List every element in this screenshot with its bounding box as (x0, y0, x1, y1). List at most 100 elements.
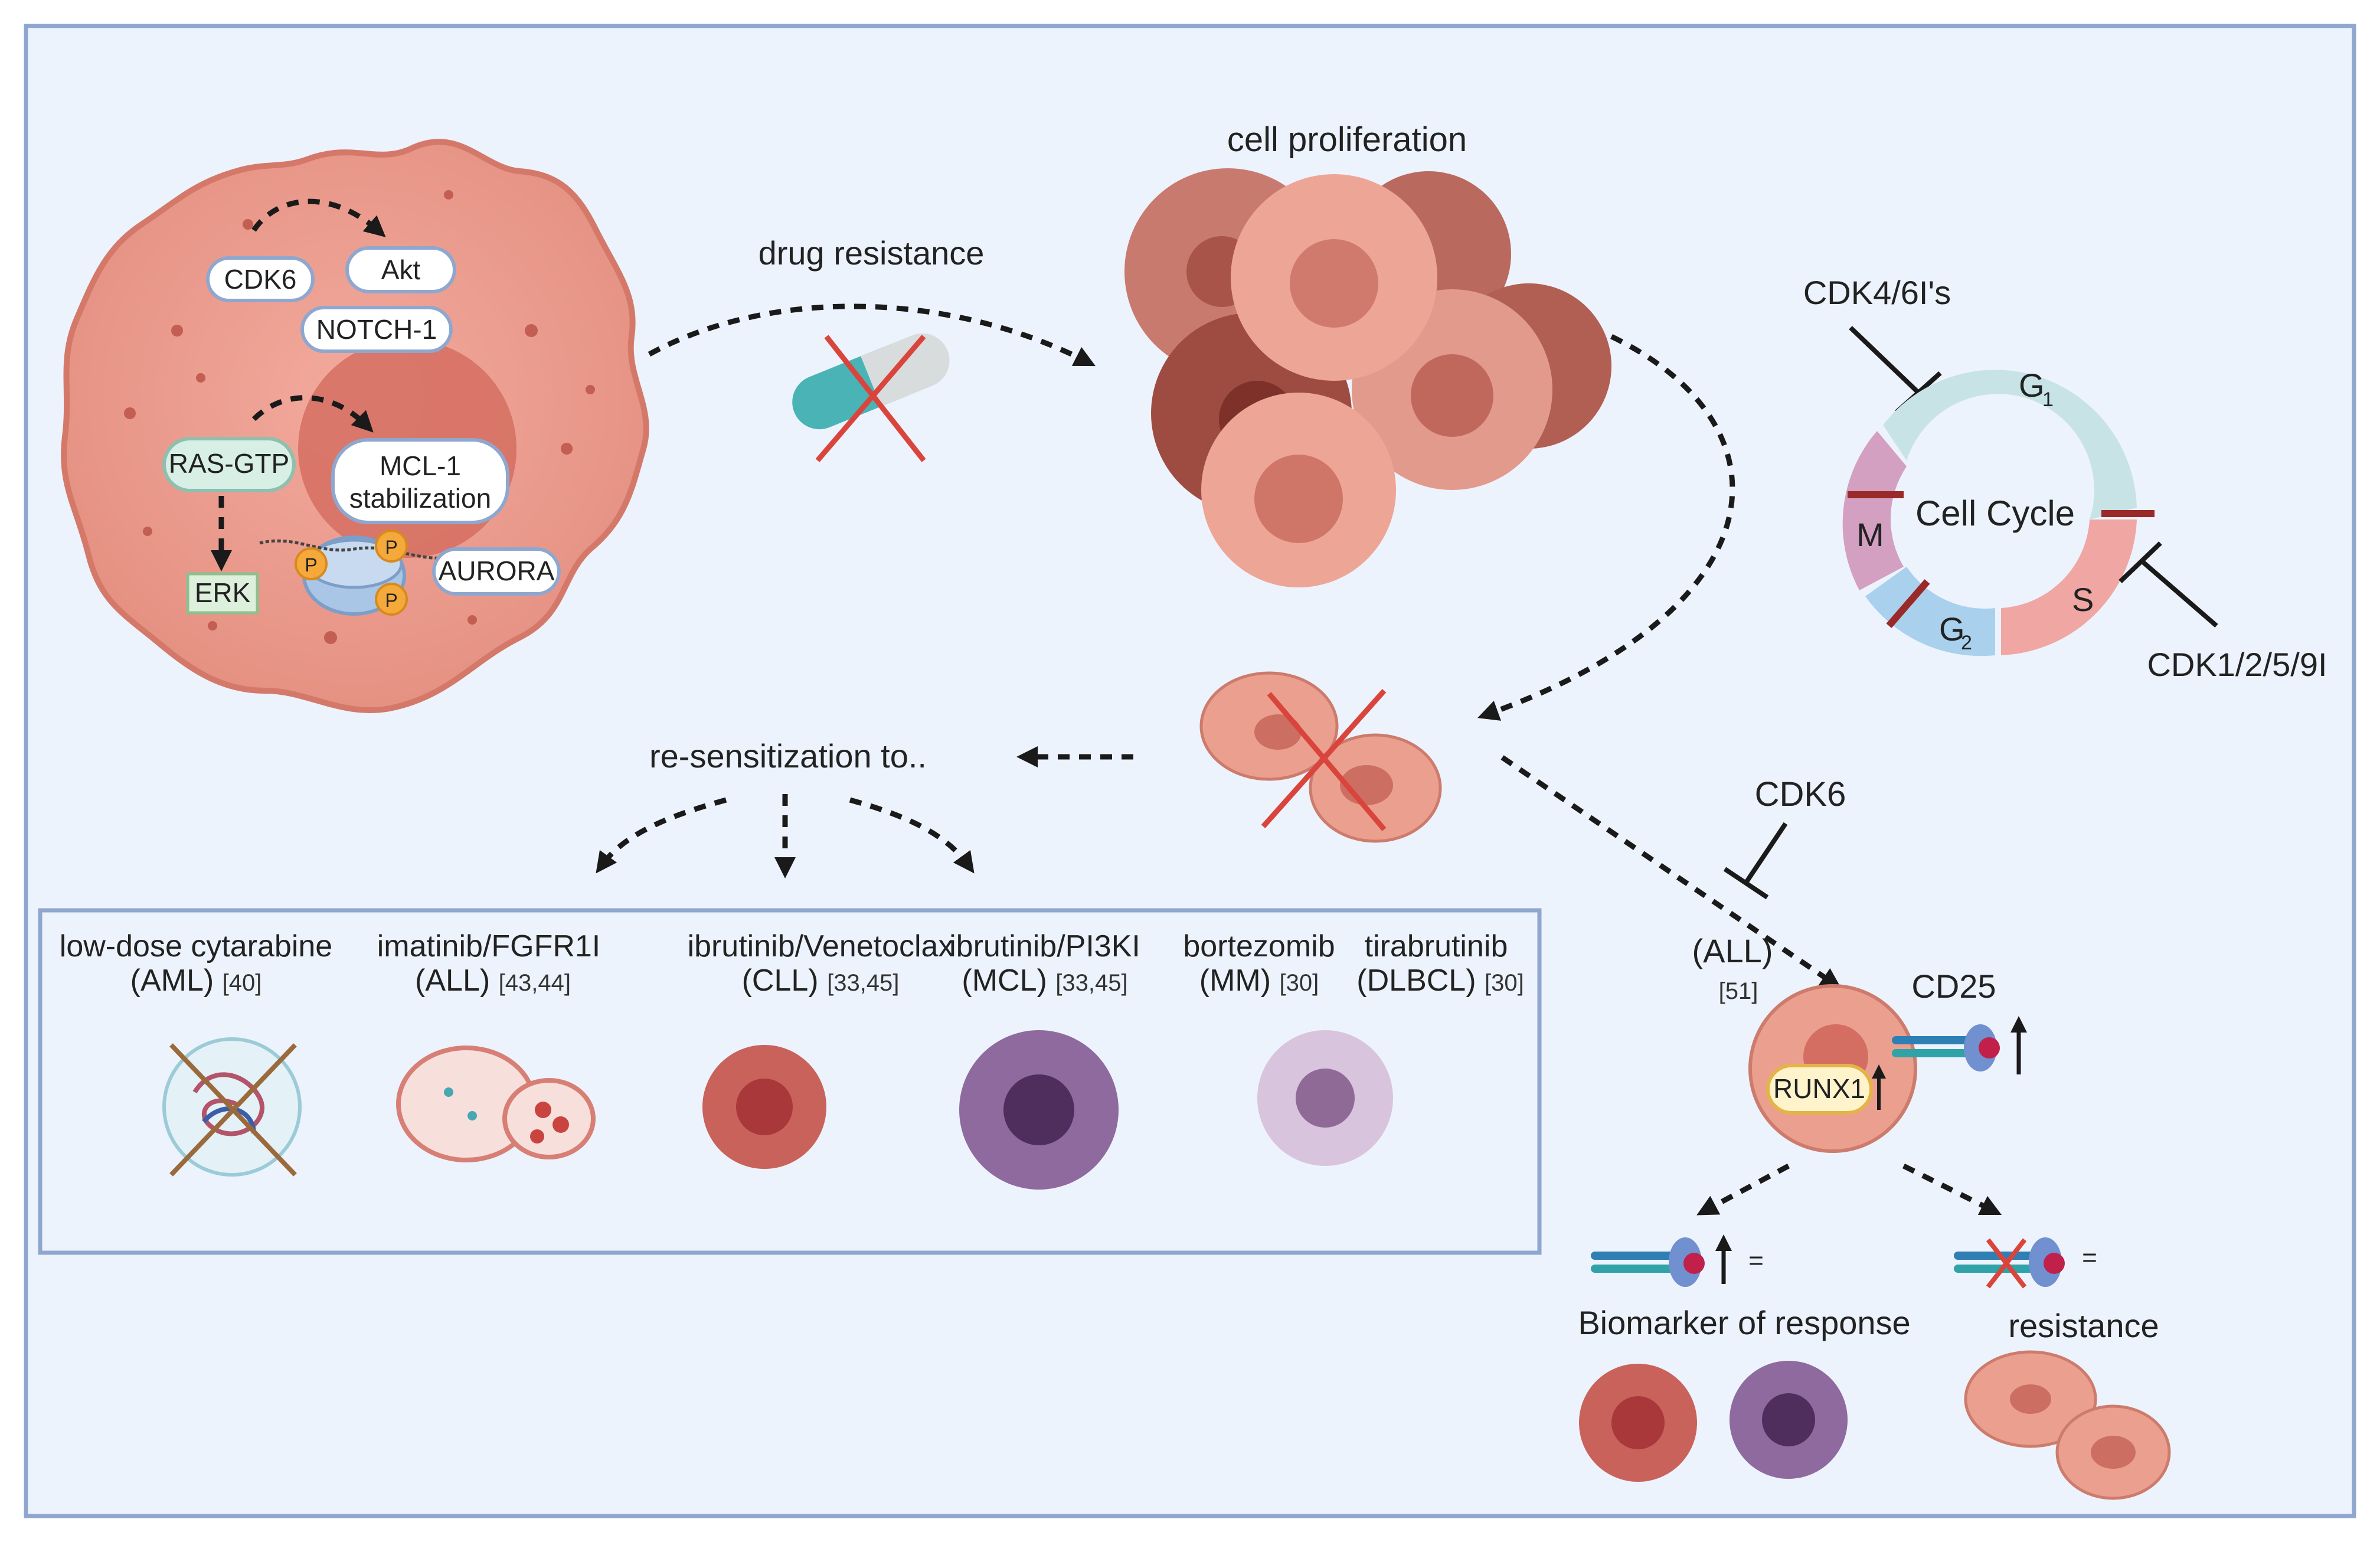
biomarker-label: Biomarker of response (1578, 1304, 1910, 1341)
all-label: (ALL) (1692, 932, 1773, 969)
notch1-pill (300, 306, 453, 353)
signaling-cell: P P P CDK6 Akt NOTCH-1 RAS-GTP MCL-1 sta… (61, 139, 649, 714)
mcl-cell-icon (959, 1030, 1119, 1190)
runx1-label: RUNX1 (1773, 1073, 1865, 1104)
drug-name: tirabrutinib (1365, 929, 1508, 963)
s-label: S (2072, 581, 2094, 618)
cdk12596i-label: CDK1/2/5/9I (2147, 646, 2327, 683)
drug-disease-line: (AML) [40] (130, 963, 262, 998)
g1-phase-arc (1883, 370, 2137, 520)
biomarker-receptor-icon (1591, 1237, 1705, 1287)
akt-label: Akt (381, 254, 421, 285)
drug-name: imatinib/FGFR1I (377, 929, 601, 963)
right-cdk6-inhibitor-bar (1723, 867, 1769, 900)
runx1-pill (1766, 1064, 1873, 1115)
drug-disease-line: (CLL) [33,45] (742, 963, 900, 998)
drug-ref: [30] (1280, 970, 1319, 996)
drug-item: low-dose cytarabine (AML) [40] (60, 929, 332, 998)
drug-ref: [40] (223, 970, 262, 996)
drug-disease: (CLL) (742, 963, 819, 998)
drug-panel (38, 908, 1542, 1255)
all-ref: [51] (1719, 978, 1758, 1004)
cdk46i-inhibitor-line (1849, 326, 1920, 394)
aurora-pill (432, 547, 561, 596)
phospho-circle (375, 583, 408, 616)
branch-arrow-right (849, 797, 975, 874)
cd25-label: CD25 (1911, 968, 1996, 1005)
g2-phase-arc (1865, 567, 1995, 656)
cell-speckles (124, 190, 595, 644)
division-to-runx1-arrow (1500, 755, 1842, 989)
mcl1-stabilization-label: stabilization (349, 483, 491, 514)
cell-proliferation-label: cell proliferation (1227, 120, 1467, 159)
g1-subscript: 1 (2042, 388, 2054, 411)
drug-name: low-dose cytarabine (60, 929, 332, 963)
pill-capsule-icon (792, 333, 950, 430)
drug-item: tirabrutinib (DLBCL) [30] (1356, 929, 1524, 998)
cdk6-label: CDK6 (224, 264, 297, 295)
to-biomarker-arrow (1696, 1164, 1790, 1216)
phospho-group: P P P (295, 530, 408, 616)
proliferating-cell-cluster (1124, 168, 1611, 587)
drug-name: ibrutinib/PI3KI (949, 929, 1140, 963)
cd25-receptor-icon (1892, 1024, 2000, 1071)
g2-subscript: 2 (1961, 632, 1972, 654)
drug-item: bortezomib (MM) [30] (1183, 929, 1335, 998)
drug-ref: [33,45] (1055, 970, 1127, 996)
resistance-dividing-cell-icon (1964, 1350, 2171, 1500)
drug-disease-line: (MM) [30] (1199, 963, 1319, 998)
resistance-receptor-icon (1954, 1237, 2065, 1289)
to-resistance-arrow (1902, 1163, 2002, 1216)
ras-gtp-label: RAS-GTP (169, 448, 289, 479)
cross-icon (815, 335, 926, 462)
g1-label: G (2019, 367, 2045, 404)
ras-gtp-pill (162, 437, 296, 492)
drug-ref: [30] (1485, 970, 1524, 996)
drug-name: bortezomib (1183, 929, 1335, 963)
phospho-circle (375, 530, 408, 563)
cell-cycle-center-label: Cell Cycle (1915, 494, 2075, 533)
akt-pill (345, 246, 456, 293)
proliferation-to-division-arrow (1477, 334, 1735, 721)
m-label: M (1856, 516, 1884, 553)
drug-disease-line: (MCL) [33,45] (962, 963, 1127, 998)
drug-disease: (AML) (130, 963, 214, 998)
phospho-label: P (385, 537, 397, 558)
cdk6-pill (206, 256, 315, 302)
biomarker-cells-icon (1579, 1361, 1848, 1482)
cdk12596i-inhibitor-line (2140, 558, 2218, 628)
drug-disease-line: (ALL) [43,44] (415, 963, 571, 998)
cell-cycle-wheel (1842, 370, 2155, 656)
notch1-label: NOTCH-1 (316, 314, 437, 345)
cll-cell-icon (702, 1045, 826, 1169)
drug-item: imatinib/FGFR1I (ALL) [43,44] (377, 929, 601, 998)
cdk46i-label: CDK4/6I's (1803, 274, 1951, 311)
drug-disease: (DLBCL) (1356, 963, 1476, 998)
resistance-equals: = (2082, 1243, 2097, 1272)
resensitization-label: re-sensitization to.. (649, 737, 927, 775)
drug-resistance-arrow (648, 303, 1096, 367)
right-cdk6-label: CDK6 (1755, 775, 1846, 814)
phospho-label: P (385, 590, 397, 611)
drug-ref: [33,45] (827, 970, 899, 996)
mm-cell-icon (1257, 1030, 1393, 1166)
drug-disease: (MCL) (962, 963, 1047, 998)
phospho-label: P (305, 554, 317, 576)
drug-resistance-label: drug resistance (759, 234, 985, 272)
s-phase-arc (2001, 520, 2137, 655)
all-cell-icon (396, 1046, 596, 1162)
resistance-label: resistance (2008, 1307, 2159, 1344)
right-cdk6-inhibitor-line (1744, 822, 1788, 884)
m-phase-arc (1842, 431, 1907, 590)
ras-mcl1-arrow (251, 395, 374, 433)
drug-disease-line: (DLBCL) [30] (1356, 963, 1524, 998)
phospho-circle (295, 547, 328, 580)
g2-label: G (1939, 610, 1965, 648)
drug-name: ibrutinib/Venetoclax (688, 929, 954, 963)
drug-item: ibrutinib/Venetoclax (CLL) [33,45] (688, 929, 954, 998)
biomarker-equals: = (1748, 1246, 1764, 1275)
aurora-label: AURORA (439, 556, 555, 586)
mcl1-pill (331, 438, 509, 524)
drug-ref: [43,44] (499, 970, 571, 996)
